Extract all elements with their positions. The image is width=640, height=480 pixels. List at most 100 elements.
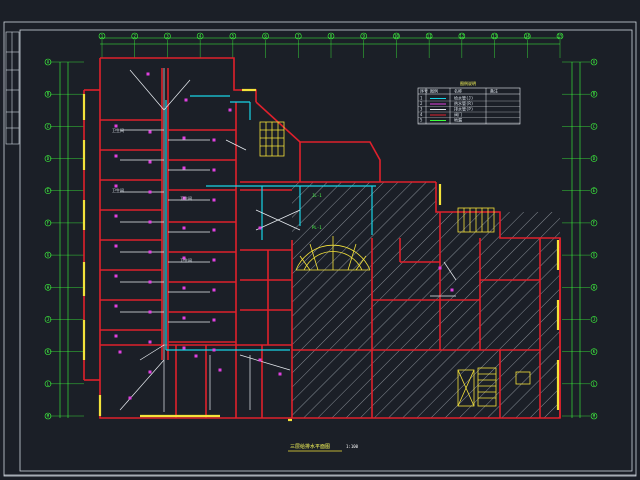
fixture-marker (148, 370, 152, 374)
top-axis-label: 11 (427, 34, 432, 39)
fixture-marker (184, 98, 188, 102)
fixture-marker (114, 244, 118, 248)
fixture-marker (148, 220, 152, 224)
legend-row-name: 给水管(J) (454, 95, 473, 101)
legend-row-number: 4 (420, 112, 423, 117)
fixture-marker (148, 160, 152, 164)
highlight-walls (82, 88, 560, 422)
fixture-marker (114, 154, 118, 158)
fixture-marker (212, 348, 216, 352)
top-axis-label: 4 (199, 34, 202, 39)
left-axis-label: J (47, 317, 49, 322)
fixture-marker (148, 190, 152, 194)
fixture-marker (182, 346, 186, 350)
drawing-title-text: 三层给排水平面图 (290, 443, 330, 450)
stair-right (457, 207, 495, 233)
top-axis-label: 3 (166, 34, 169, 39)
fixture-marker (438, 266, 442, 270)
room-label-3: 卫生间 (180, 195, 192, 201)
fixture-marker (194, 354, 198, 358)
left-axis-label: E (47, 188, 50, 193)
fixture-marker (278, 372, 282, 376)
top-axis-label: 7 (297, 34, 300, 39)
fixture-marker (182, 286, 186, 290)
right-axis-label: B (593, 92, 596, 97)
drawing-title: 三层给排水平面图 1:100 (288, 443, 359, 452)
legend-row-name: 排水管(P) (454, 106, 473, 112)
fixture-marker (114, 214, 118, 218)
left-axis-label: D (47, 156, 50, 161)
top-axis-label: 8 (330, 34, 333, 39)
left-axis-label: A (47, 60, 50, 65)
legend-row-number: 3 (420, 107, 423, 112)
right-axis-label: A (593, 60, 596, 65)
right-axis-label: M (593, 414, 596, 419)
room-label-1: 卫生间 (112, 127, 124, 133)
legend-row-name: 阀门 (454, 111, 462, 117)
top-axis-label: 13 (492, 34, 497, 39)
title-block (5, 31, 20, 145)
left-axis-label: K (47, 349, 50, 354)
top-axis-label: 12 (459, 34, 464, 39)
fixture-marker (212, 318, 216, 322)
right-axis-label: L (593, 381, 596, 386)
top-axis-label: 9 (363, 34, 366, 39)
left-axis-label: C (47, 124, 50, 129)
fixture-marker (114, 184, 118, 188)
fixture-marker (146, 72, 150, 76)
left-axis-label: H (47, 285, 50, 290)
room-labels: 卫生间 卫生间 卫生间 卫生间 JL-1 PL-1 (112, 127, 322, 263)
fixture-marker (114, 304, 118, 308)
fixture-marker (212, 168, 216, 172)
fixture-marker (212, 198, 216, 202)
right-axis-label: J (593, 317, 595, 322)
fixture-marker (114, 124, 118, 128)
fixture-marker (212, 258, 216, 262)
fixture-marker (114, 274, 118, 278)
elevator-shafts (457, 367, 531, 407)
curved-stair (295, 236, 371, 271)
left-axis-label: L (47, 381, 50, 386)
top-axis-label: 5 (232, 34, 235, 39)
pipe-label-1: JL-1 (312, 193, 322, 198)
left-axis-label: M (47, 414, 50, 419)
sheet-frame (3, 21, 637, 477)
drawing-scale-text: 1:100 (346, 444, 359, 449)
fixture-marker (182, 226, 186, 230)
room-label-2: 卫生间 (112, 187, 124, 193)
fixture-marker (148, 340, 152, 344)
legend-row-number: 1 (420, 96, 423, 101)
legend-row-number: 5 (420, 118, 423, 123)
legend-column-header: 备注 (490, 88, 498, 94)
pipe-label-2: PL-1 (312, 225, 322, 230)
legend-column-header: 序号 (420, 88, 428, 94)
top-axis-label: 2 (134, 34, 137, 39)
right-axis-label: E (593, 188, 596, 193)
fixture-marker (182, 136, 186, 140)
fixture-marker (212, 228, 216, 232)
top-axis-label: 15 (558, 34, 563, 39)
left-axis-label: F (47, 220, 50, 225)
legend-column-header: 名称 (454, 88, 462, 94)
fixture-marker (182, 196, 186, 200)
right-axis-label: G (593, 253, 596, 258)
right-axis-label: K (593, 349, 596, 354)
fixture-marker (148, 280, 152, 284)
right-axis-label: D (593, 156, 596, 161)
room-label-4: 卫生间 (180, 257, 192, 263)
fixture-marker (182, 166, 186, 170)
fixture-marker (258, 358, 262, 362)
top-axis-label: 10 (394, 34, 399, 39)
legend-header: 图例说明 (460, 80, 476, 86)
legend-column-header: 图例 (430, 88, 438, 94)
top-axis-label: 14 (525, 34, 530, 39)
fixture-marker (212, 288, 216, 292)
top-axis-label: 1 (101, 34, 104, 39)
right-axis-label: H (593, 285, 596, 290)
fixture-marker (212, 138, 216, 142)
